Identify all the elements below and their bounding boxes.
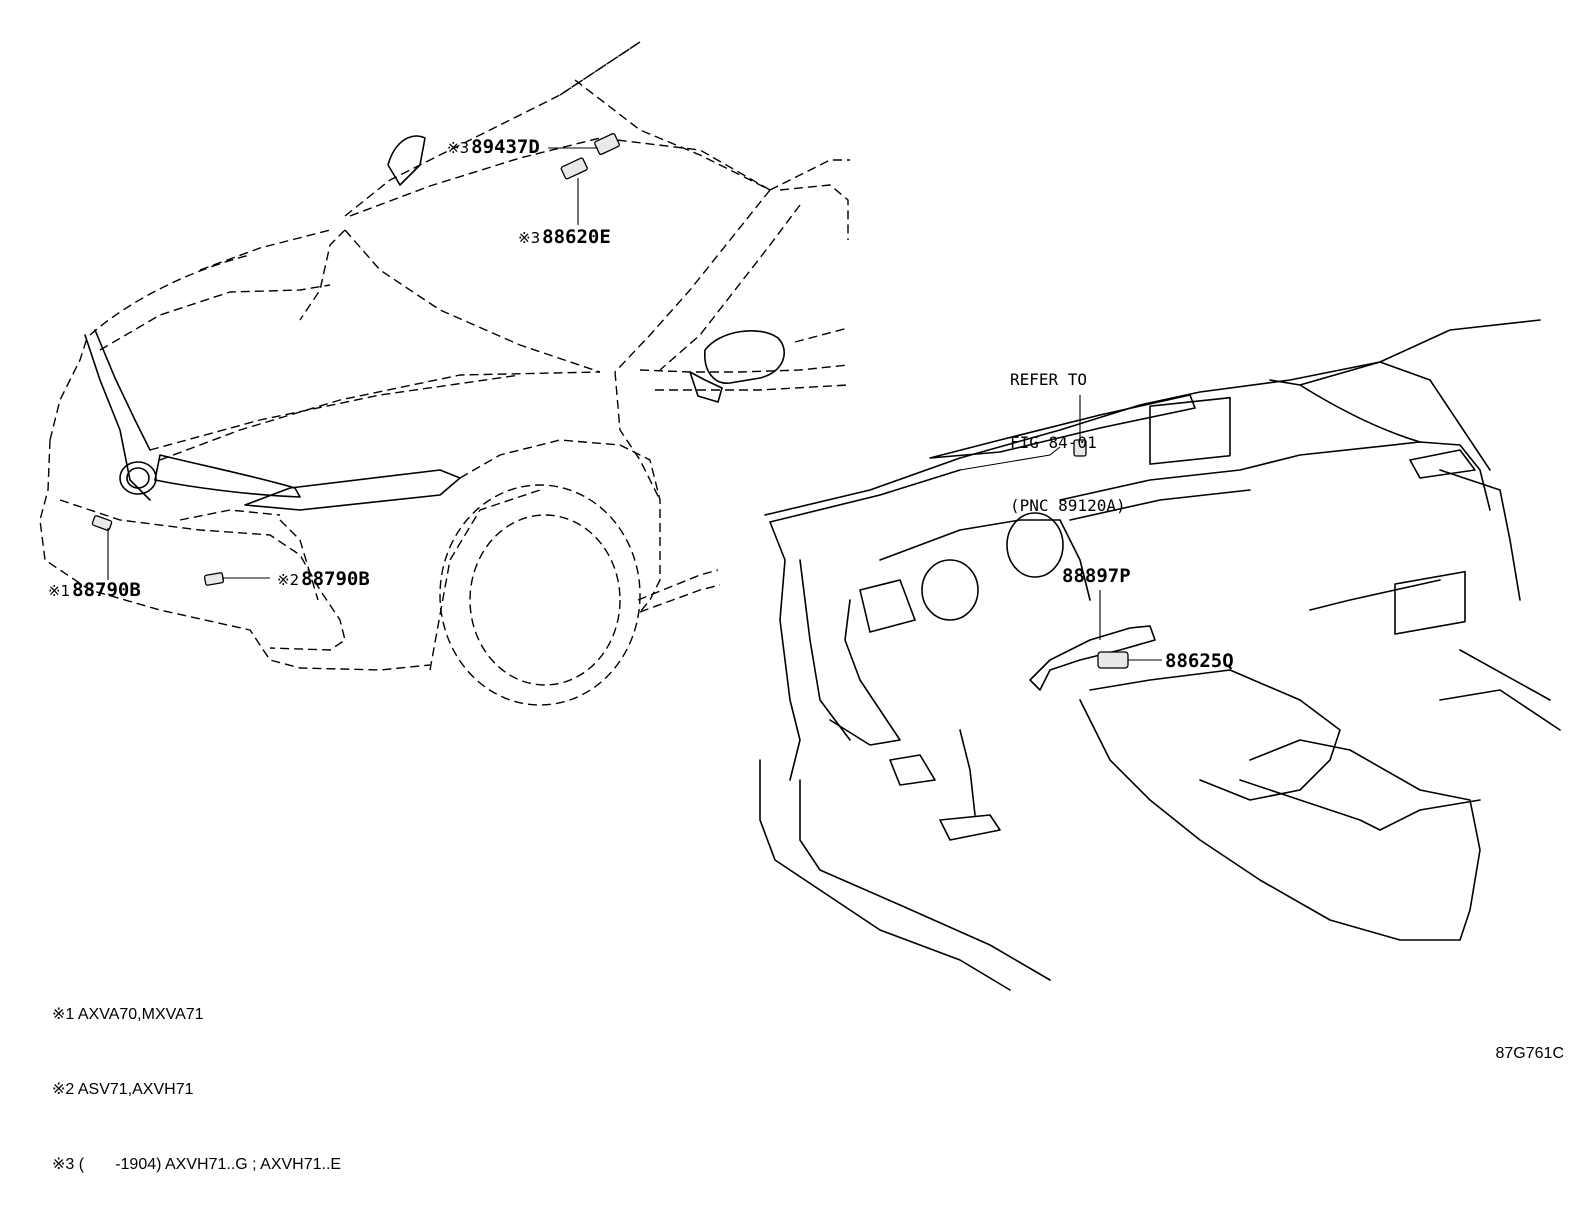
car-exterior-drawing xyxy=(39,41,850,706)
refer-line-3: (PNC 89120A) xyxy=(1010,496,1126,515)
note-mark: ※1 xyxy=(48,582,71,600)
refer-line-2: FIG 84-01 xyxy=(1010,433,1097,452)
footnote-3: ※3 ( -1904) AXVH71..G ; AXVH71..E xyxy=(52,1156,342,1173)
refer-note: REFER TO FIG 84-01 (PNC 89120A) xyxy=(1010,327,1126,558)
footnotes: ※1 AXVA70,MXVA71 ※2 ASV71,AXVH71 ※3 ( -1… xyxy=(52,952,341,1227)
part-number: 88790B xyxy=(72,579,141,601)
part-number: 88625Q xyxy=(1165,650,1234,672)
note-mark: ※2 xyxy=(277,571,300,589)
label-88897p: 88897P xyxy=(1062,567,1131,586)
part-number: 88897P xyxy=(1062,565,1131,587)
part-number: 88790B xyxy=(301,568,370,590)
footnote-1: ※1 AXVA70,MXVA71 xyxy=(52,1006,204,1023)
footnote-2: ※2 ASV71,AXVH71 xyxy=(52,1081,194,1098)
interior-drawing xyxy=(759,319,1561,991)
note-mark: ※3 xyxy=(447,139,470,157)
figure-id: 87G761C xyxy=(1495,1045,1565,1062)
line-art xyxy=(39,41,1561,991)
note-mark: ※3 xyxy=(518,229,541,247)
refer-line-1: REFER TO xyxy=(1010,370,1088,389)
label-88625q: 88625Q xyxy=(1165,652,1234,671)
part-number: 89437D xyxy=(471,136,540,158)
part-number: 88620E xyxy=(542,226,611,248)
